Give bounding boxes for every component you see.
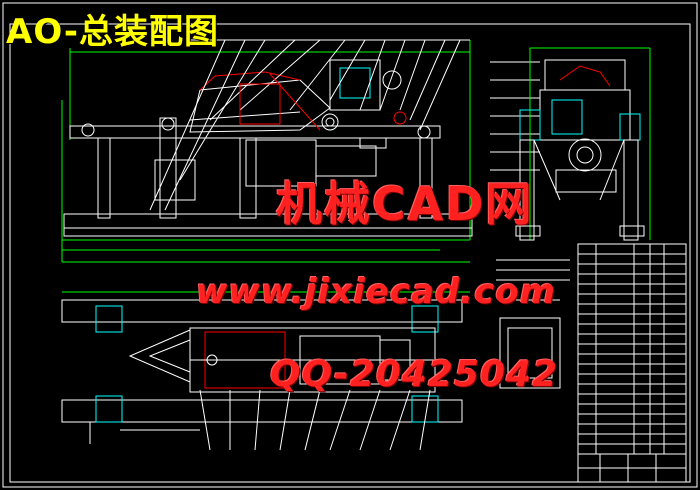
drawing-frame (9, 23, 691, 483)
detail-view (496, 259, 570, 389)
top-view (61, 291, 470, 451)
drawing-title: AO-总装配图 (6, 12, 219, 52)
watermark-brand: 机械CAD网 (276, 177, 534, 231)
watermark-url: www.jixiecad.com (196, 272, 557, 312)
parts-list (577, 243, 687, 483)
front-view (61, 39, 473, 263)
side-view (490, 47, 651, 241)
watermark-qq: QQ-20425042 (270, 354, 559, 395)
